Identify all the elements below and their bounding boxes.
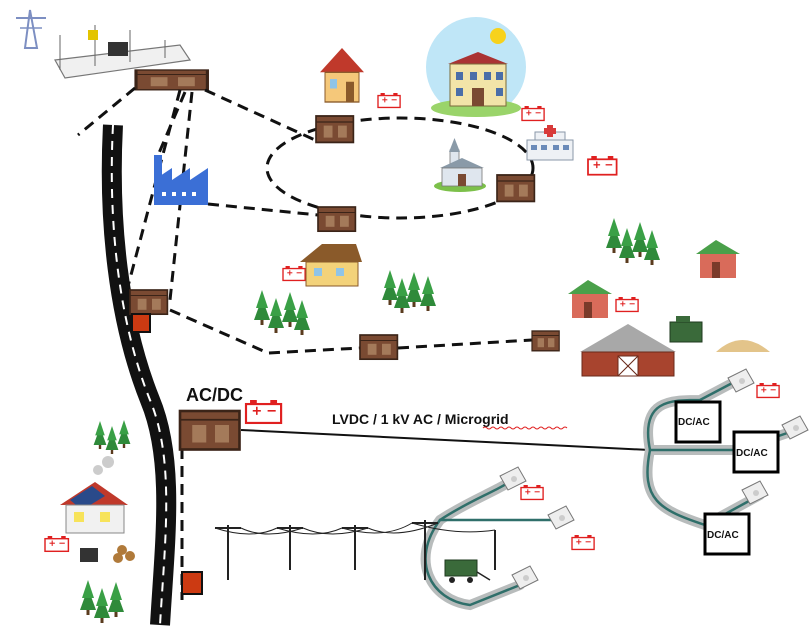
street-lamp-icon xyxy=(499,368,809,590)
converter-label: DC/AC xyxy=(707,530,739,541)
lvdc-link-line xyxy=(240,429,651,451)
distribution-box-substation xyxy=(134,68,209,92)
wood-stove-icon xyxy=(80,545,135,563)
house-icon xyxy=(696,240,740,278)
generator-icon xyxy=(669,316,703,343)
distribution-transformer-icon xyxy=(129,115,560,361)
roadside-marker-icon xyxy=(131,313,203,595)
cottage-icon xyxy=(300,244,362,287)
converter-label: DC/AC xyxy=(736,448,768,459)
solar-house-icon xyxy=(60,456,128,534)
house-icon xyxy=(568,280,612,318)
school-icon xyxy=(426,17,526,117)
substation-icon xyxy=(16,9,192,79)
sand-pile-icon xyxy=(716,340,770,352)
church-icon xyxy=(434,138,486,192)
house-icon xyxy=(319,47,365,103)
converter-label: DC/AC xyxy=(678,417,710,428)
dc-ac-converter-icon xyxy=(674,400,780,556)
diesel-generator-icon xyxy=(444,559,491,583)
power-pole-icon xyxy=(214,520,496,580)
dashed-feeders xyxy=(77,86,535,600)
acdc-distribution-box xyxy=(178,409,241,451)
acdc-label: AC/DC xyxy=(186,385,243,405)
spellcheck-underline xyxy=(482,426,568,430)
hospital-icon xyxy=(526,125,574,161)
lvdc-link-label: LVDC / 1 kV AC / Microgrid xyxy=(332,411,509,427)
factory-icon xyxy=(154,155,208,205)
barn-icon xyxy=(580,324,676,377)
